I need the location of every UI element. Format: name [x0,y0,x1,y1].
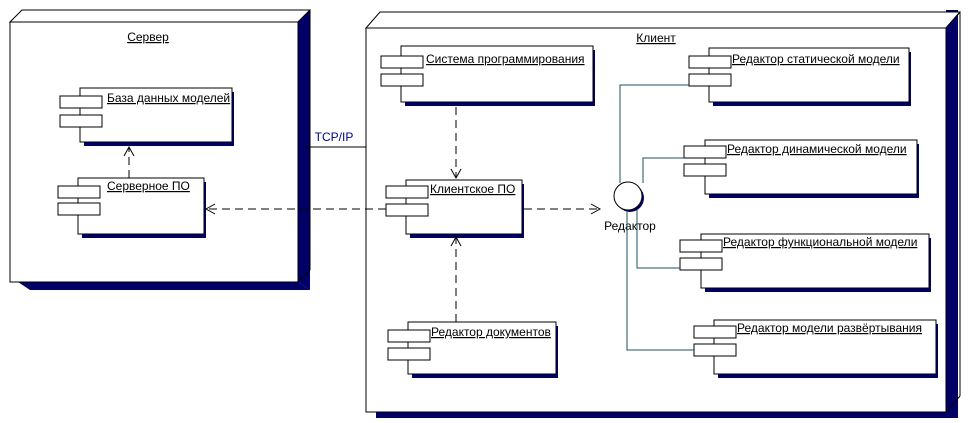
component-client-sw-label: Клиентское ПО [430,182,515,196]
component-dynamic-editor[interactable]: Редактор динамической модели [683,139,919,198]
client-node-label: Клиент [636,31,676,45]
realization-static [619,84,689,183]
interface-editor-label: Редактор [604,219,656,233]
component-prog-system-label: Система программирования [426,52,585,66]
interface-editor[interactable]: Редактор [604,181,656,233]
component-server-sw-label: Серверное ПО [107,179,190,193]
realization-deployment [626,211,694,351]
component-functional-editor-label: Редактор функциональной модели [723,235,917,249]
component-functional-editor[interactable]: Редактор функциональной модели [679,233,931,292]
component-deployment-editor[interactable]: Редактор модели развёртывания [693,319,938,378]
component-dynamic-editor-label: Редактор динамической модели [727,142,907,156]
component-client-sw[interactable]: Клиентское ПО [385,179,524,238]
component-model-db[interactable]: База данных моделей [59,87,234,146]
server-node-label: Сервер [127,30,169,44]
component-static-editor[interactable]: Редактор статической модели [688,47,911,106]
component-model-db-label: База данных моделей [107,91,230,105]
realization-lines [619,84,694,351]
component-static-editor-label: Редактор статической модели [732,52,900,66]
realization-functional [636,210,680,269]
realization-dynamic [642,157,684,183]
component-prog-system[interactable]: Система программирования [380,45,595,106]
component-doc-editor-label: Редактор документов [431,325,551,339]
component-doc-editor[interactable]: Редактор документов [387,321,558,378]
tcp-ip-label: TCP/IP [315,130,354,144]
tcp-ip-link[interactable]: TCP/IP [305,130,366,148]
component-deployment-editor-label: Редактор модели развёртывания [737,321,922,335]
server-node[interactable]: Сервер [8,9,312,290]
component-server-sw[interactable]: Серверное ПО [57,177,206,238]
dependencies [123,107,602,322]
